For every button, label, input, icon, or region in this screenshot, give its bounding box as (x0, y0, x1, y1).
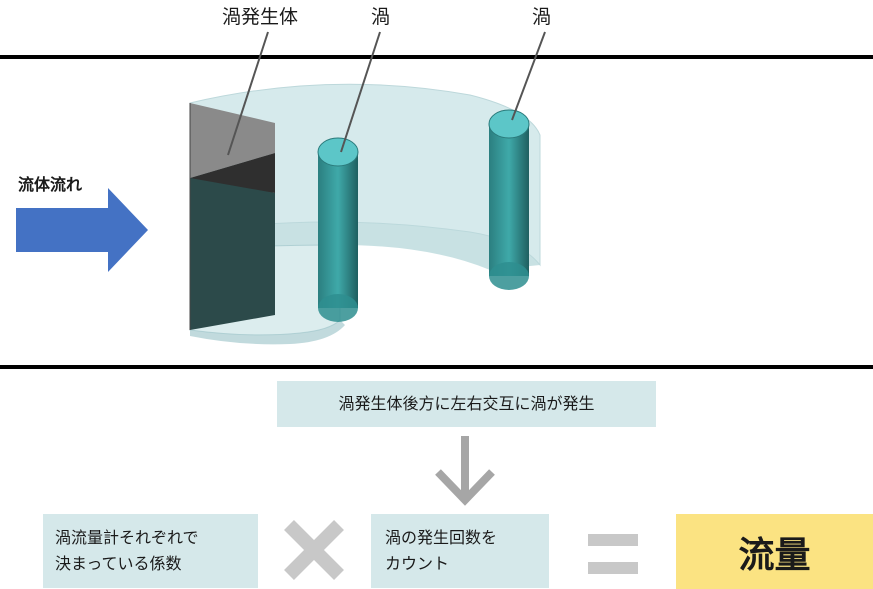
result-text: 流量 (738, 534, 811, 576)
leader-line-vortex-2 (511, 31, 546, 121)
vortex-label-2: 渦 (532, 6, 552, 28)
vortex-count-box: 渦の発生回数を カウント (371, 514, 549, 588)
vortex-sheet-mid (190, 222, 540, 270)
fluid-flow-label: 流体流れ (18, 175, 83, 194)
result-box: 流量 (676, 514, 873, 589)
vortex-2-body (489, 124, 529, 276)
flow-arrow (16, 188, 148, 272)
vortex-label-1: 渦 (371, 6, 391, 28)
vortex-1-body (318, 152, 358, 308)
coefficient-text: 渦流量計それぞれで 決まっている係数 (55, 528, 199, 573)
caption-text: 渦発生体後方に左右交互に渦が発生 (338, 394, 595, 413)
vortex-shedding-illustration (0, 31, 873, 369)
vortex-generator-label: 渦発生体 (222, 6, 299, 28)
vortex-count-text: 渦の発生回数を カウント (385, 528, 498, 573)
leader-line-generator (227, 31, 269, 156)
down-arrow-icon (435, 436, 495, 506)
caption-box: 渦発生体後方に左右交互に渦が発生 (277, 381, 656, 427)
coefficient-box: 渦流量計それぞれで 決まっている係数 (43, 514, 258, 588)
multiply-icon (284, 520, 344, 580)
equals-icon (588, 534, 638, 574)
vortex-1-top (317, 137, 359, 167)
leader-line-vortex-1 (340, 31, 381, 153)
vortex-2-top (488, 109, 530, 139)
vortex-generator-front-face (190, 178, 275, 330)
